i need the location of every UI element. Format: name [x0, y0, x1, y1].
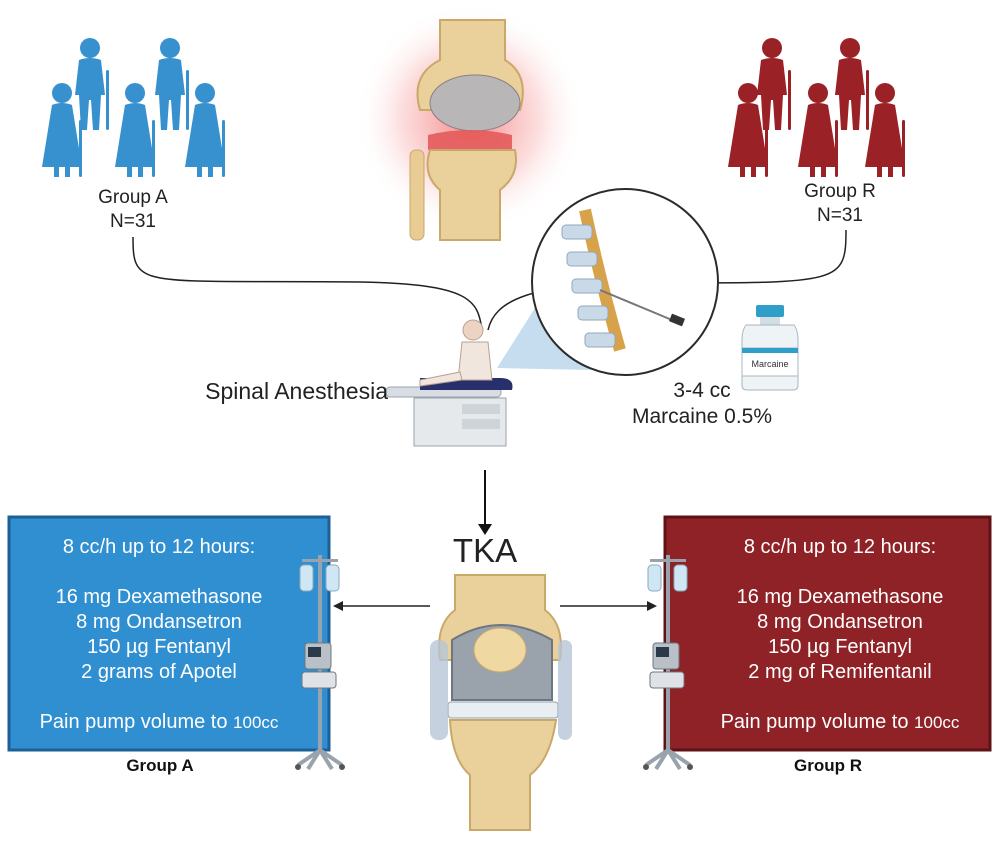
- spinal-zoom-illustration: [497, 188, 719, 376]
- box-a-drug-1: 16 mg Dexamethasone: [55, 586, 263, 608]
- connector-group-a: [132, 236, 483, 331]
- box-a-drug-2: 8 mg Ondansetron: [76, 611, 242, 633]
- group-a-protocol-box: 8 cc/h up to 12 hours: 16 mg Dexamethaso…: [9, 517, 309, 750]
- down-arrow: [478, 470, 492, 535]
- box-a-volume-prefix: Pain pump volume to: [39, 711, 228, 733]
- box-r-volume-prefix: Pain pump volume to: [720, 711, 909, 733]
- group-r-protocol-box: 8 cc/h up to 12 hours: 16 mg Dexamethaso…: [690, 517, 990, 750]
- tka-label: TKA: [452, 532, 518, 569]
- group-a-label: Group A N=31: [83, 186, 183, 234]
- box-a-drug-3: 150 µg Fentanyl: [87, 636, 231, 658]
- patient-on-table-illustration: [385, 319, 513, 447]
- group-r-people-icon: [728, 38, 905, 177]
- group-r-title: Group R: [804, 181, 876, 202]
- box-a-volume: Pain pump volume to 100cc: [9, 710, 309, 735]
- box-a-volume-value: 100cc: [233, 713, 279, 732]
- box-a-drug-4: 2 grams of Apotel: [81, 661, 237, 683]
- group-a-people-icon: [42, 38, 225, 177]
- box-r-drug-4: 2 mg of Remifentanil: [748, 661, 932, 683]
- group-a-box-bg: [7, 515, 331, 752]
- group-r-count: N=31: [817, 204, 863, 226]
- spinal-anesthesia-label: Spinal Anesthesia: [205, 378, 388, 404]
- box-r-drug-3: 150 µg Fentanyl: [768, 636, 912, 658]
- group-a-title: Group A: [98, 187, 168, 208]
- marcaine-dose: 3-4 cc: [673, 379, 731, 402]
- arthritic-knee-illustration: [355, 3, 585, 241]
- box-r-volume-value: 100cc: [914, 713, 960, 732]
- group-a-caption: Group A: [126, 756, 194, 775]
- marcaine-dose-label: 3-4 cc Marcaine 0.5%: [612, 378, 792, 431]
- group-r-box-bg: [663, 515, 992, 752]
- group-a-count: N=31: [110, 210, 156, 232]
- vial-label: Marcaine: [751, 359, 789, 369]
- left-arrow: [333, 601, 430, 611]
- box-r-volume: Pain pump volume to 100cc: [690, 710, 990, 735]
- marcaine-vial-icon: [741, 305, 799, 391]
- box-r-drug-1: 16 mg Dexamethasone: [736, 586, 944, 608]
- box-a-rate: 8 cc/h up to 12 hours:: [62, 536, 256, 558]
- group-r-caption: Group R: [794, 756, 862, 775]
- group-r-label: Group R N=31: [790, 180, 890, 228]
- knee-replacement-illustration: [430, 574, 572, 831]
- marcaine-drug: Marcaine 0.5%: [631, 405, 773, 429]
- right-arrow: [560, 601, 657, 611]
- box-r-rate: 8 cc/h up to 12 hours:: [743, 536, 937, 558]
- box-r-drug-2: 8 mg Ondansetron: [757, 611, 923, 633]
